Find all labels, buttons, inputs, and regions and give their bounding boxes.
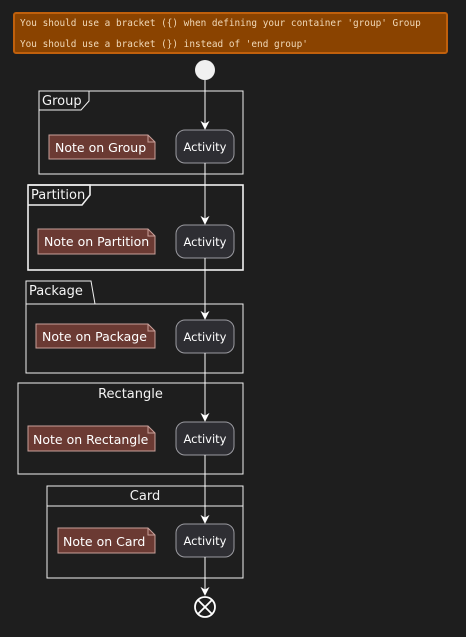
- group-frame: [38, 90, 244, 175]
- end-node: [194, 596, 216, 618]
- syntax-warning-banner: You should use a bracket ({) when defini…: [13, 12, 448, 54]
- partition-frame: [27, 184, 244, 271]
- activity-group: Activity: [183, 140, 227, 154]
- activity-partition: Activity: [183, 235, 227, 249]
- note-card: Note on Card: [63, 534, 146, 549]
- activity-rectangle: Activity: [183, 432, 227, 446]
- package-label: Package: [29, 284, 83, 299]
- warning-line-1: You should use a bracket ({) when defini…: [20, 18, 421, 29]
- rectangle-frame: [17, 382, 244, 475]
- card-label: Card: [129, 489, 161, 504]
- note-shape-card: [57, 527, 156, 554]
- rectangle-label: Rectangle: [98, 387, 163, 402]
- note-shape-package: [35, 323, 156, 349]
- group-label: Group: [42, 94, 82, 109]
- note-shape-group: [48, 134, 156, 160]
- partition-label: Partition: [31, 188, 86, 203]
- start-node: [195, 60, 215, 80]
- activity-package: Activity: [183, 330, 227, 344]
- partition-tab: [28, 184, 91, 206]
- activity-card: Activity: [183, 534, 227, 548]
- note-package: Note on Package: [42, 329, 147, 344]
- card-frame: [46, 485, 244, 579]
- note-group: Note on Group: [55, 140, 147, 155]
- note-partition: Note on Partition: [44, 234, 150, 249]
- note-rectangle: Note on Rectangle: [33, 432, 149, 447]
- group-tab: [39, 90, 90, 111]
- warning-line-2: You should use a bracket (}) instead of …: [20, 39, 308, 50]
- note-shape-rectangle: [27, 425, 156, 452]
- package-frame: [25, 280, 244, 374]
- note-shape-partition: [37, 228, 156, 255]
